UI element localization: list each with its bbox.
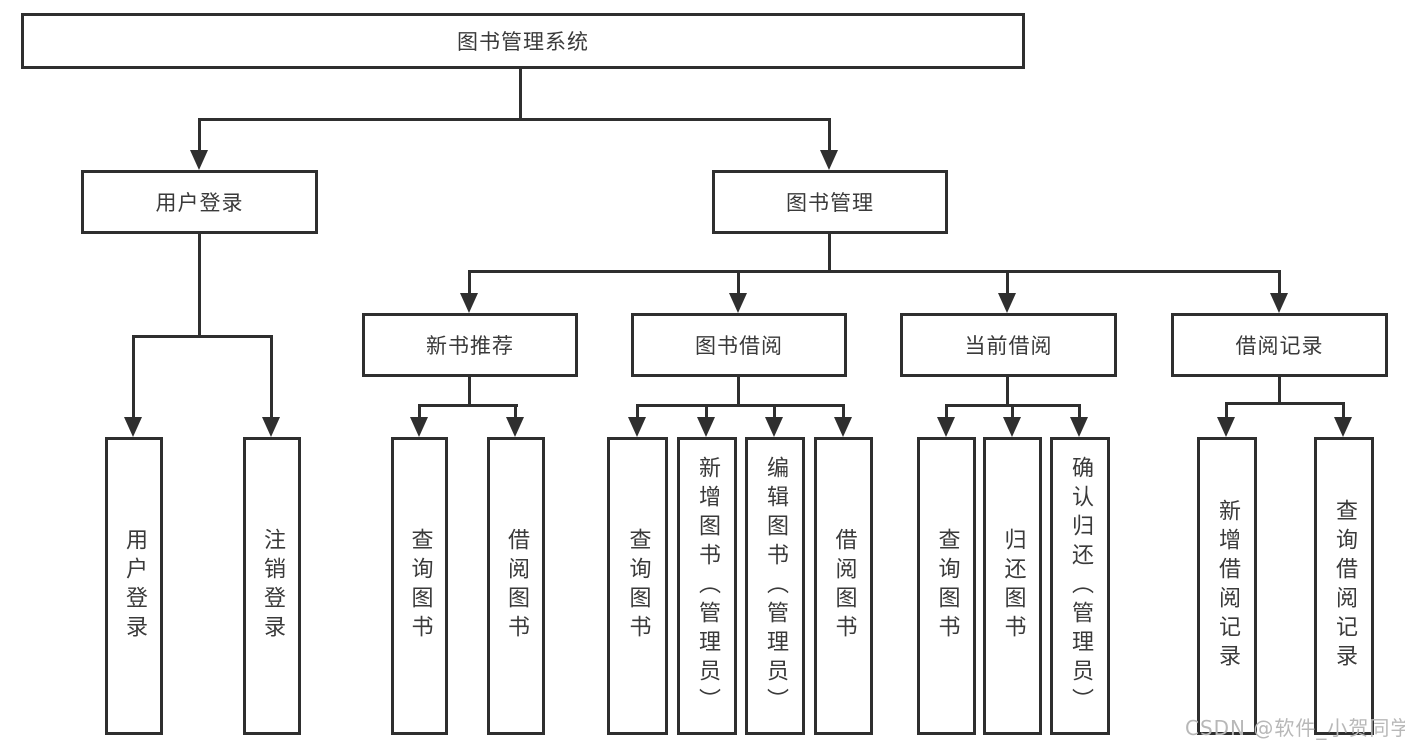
leaf-br-add-record: 新增借阅记录	[1197, 437, 1257, 735]
leaf-bb-add-books-admin: 新增图书（管理员）	[677, 437, 737, 735]
connector-drop-borrow-record	[1278, 270, 1281, 294]
arrowhead-icon	[820, 150, 838, 170]
csdn-watermark: CSDN @软件_小贺同学	[1185, 716, 1405, 740]
arrowhead-icon	[1270, 293, 1288, 313]
connector-bookborrow-bar	[636, 404, 845, 407]
arrowhead-icon	[729, 293, 747, 313]
leaf-br-add-record-label: 新增借阅记录	[1215, 499, 1240, 673]
leaf-user-login-label: 用户登录	[122, 528, 147, 644]
connector-newbook-stem	[468, 377, 471, 407]
arrowhead-icon	[410, 417, 428, 437]
connector-currentborrow-stem	[1006, 377, 1009, 407]
node-current-borrow-label: 当前借阅	[964, 334, 1053, 358]
leaf-bb-add-books-admin-label: 新增图书（管理员）	[695, 455, 720, 717]
node-borrow-records-label: 借阅记录	[1235, 334, 1324, 358]
node-new-book-recommend-label: 新书推荐	[426, 334, 514, 358]
connector-newbook-bar	[418, 404, 518, 407]
connector-drop-new-book	[468, 270, 471, 294]
arrowhead-icon	[1070, 417, 1088, 437]
leaf-bb-query-books-label: 查询图书	[625, 528, 651, 644]
leaf-nb-borrow-books: 借阅图书	[487, 437, 545, 735]
node-borrow-records: 借阅记录	[1171, 313, 1388, 377]
connector-drop-cb-confirm	[1078, 404, 1081, 419]
leaf-cb-return-books: 归还图书	[983, 437, 1042, 735]
arrowhead-icon	[697, 417, 715, 437]
leaf-bb-edit-books-admin-label: 编辑图书（管理员）	[763, 455, 788, 717]
leaf-logout: 注销登录	[243, 437, 301, 735]
connector-drop-cb-return	[1011, 404, 1014, 419]
connector-drop-cb-query	[945, 404, 948, 419]
leaf-bb-borrow-books: 借阅图书	[814, 437, 873, 735]
connector-drop-book-borrow	[737, 270, 740, 294]
connector-borrowrecord-stem	[1278, 377, 1281, 405]
node-book-borrow: 图书借阅	[631, 313, 847, 377]
arrowhead-icon	[1334, 417, 1352, 437]
connector-bookborrow-stem	[737, 377, 740, 407]
arrowhead-icon	[262, 417, 280, 437]
connector-bookmgmt-bar	[468, 270, 1281, 273]
leaf-cb-query-books: 查询图书	[917, 437, 976, 735]
arrowhead-icon	[998, 293, 1016, 313]
connector-drop-ul-login	[132, 335, 135, 419]
arrowhead-icon	[1003, 417, 1021, 437]
connector-drop-ul-logout	[270, 335, 273, 419]
leaf-cb-return-books-label: 归还图书	[1000, 528, 1026, 644]
connector-drop-bb-borrow	[842, 404, 845, 419]
connector-drop-bb-add	[705, 404, 708, 419]
leaf-br-query-record: 查询借阅记录	[1314, 437, 1374, 735]
leaf-bb-borrow-books-label: 借阅图书	[831, 528, 857, 644]
node-root: 图书管理系统	[21, 13, 1025, 69]
leaf-nb-borrow-books-label: 借阅图书	[504, 528, 529, 644]
connector-drop-book-management	[828, 118, 831, 152]
connector-drop-br-query	[1342, 402, 1345, 419]
connector-borrowrecord-bar	[1225, 402, 1345, 405]
arrowhead-icon	[1217, 417, 1235, 437]
arrowhead-icon	[460, 293, 478, 313]
connector-drop-bb-edit	[773, 404, 776, 419]
leaf-logout-label: 注销登录	[260, 528, 285, 644]
arrowhead-icon	[506, 417, 524, 437]
connector-bookmgmt-stem	[828, 234, 831, 272]
node-user-login-label: 用户登录	[155, 191, 244, 215]
connector-drop-user-login	[198, 118, 201, 152]
leaf-cb-confirm-return-admin: 确认归还（管理员）	[1050, 437, 1110, 735]
leaf-bb-query-books: 查询图书	[607, 437, 668, 735]
connector-root-stem	[519, 68, 522, 121]
connector-userlogin-bar	[132, 335, 273, 338]
node-user-login: 用户登录	[81, 170, 318, 234]
node-book-management: 图书管理	[712, 170, 948, 234]
leaf-nb-query-books-label: 查询图书	[407, 528, 433, 644]
connector-drop-bb-query	[636, 404, 639, 419]
arrowhead-icon	[765, 417, 783, 437]
node-root-label: 图书管理系统	[457, 30, 589, 54]
arrowhead-icon	[190, 150, 208, 170]
arrowhead-icon	[937, 417, 955, 437]
arrowhead-icon	[834, 417, 852, 437]
leaf-bb-edit-books-admin: 编辑图书（管理员）	[745, 437, 805, 735]
leaf-cb-confirm-return-admin-label: 确认归还（管理员）	[1068, 455, 1093, 717]
node-current-borrow: 当前借阅	[900, 313, 1117, 377]
connector-userlogin-stem	[198, 234, 201, 338]
connector-drop-nb-query	[418, 404, 421, 419]
connector-drop-br-add	[1225, 402, 1228, 419]
node-book-management-label: 图书管理	[786, 191, 874, 215]
connector-drop-current-borrow	[1006, 270, 1009, 294]
leaf-user-login: 用户登录	[105, 437, 163, 735]
leaf-cb-query-books-label: 查询图书	[934, 528, 960, 644]
arrowhead-icon	[124, 417, 142, 437]
leaf-nb-query-books: 查询图书	[391, 437, 448, 735]
connector-root-bar	[198, 118, 831, 121]
leaf-br-query-record-label: 查询借阅记录	[1332, 499, 1357, 673]
connector-drop-nb-borrow	[514, 404, 517, 419]
arrowhead-icon	[628, 417, 646, 437]
node-book-borrow-label: 图书借阅	[695, 334, 783, 358]
node-new-book-recommend: 新书推荐	[362, 313, 578, 377]
